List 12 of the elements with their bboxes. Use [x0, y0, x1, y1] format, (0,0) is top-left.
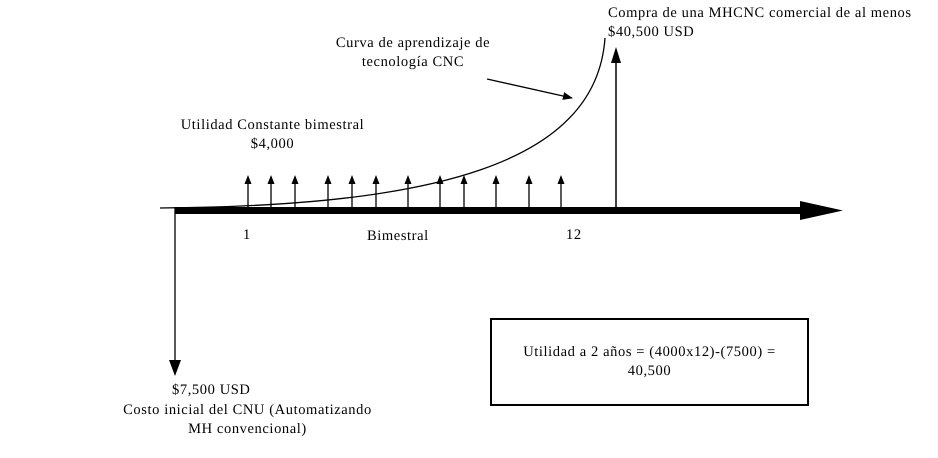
cost-description: Costo inicial del CNU (Automatizando MH convencional) — [122, 401, 373, 439]
axis-label: Bimestral — [367, 227, 430, 246]
note-box — [490, 318, 809, 406]
formula-text: Utilidad a 2 años = (4000x12)-(7500) = 40,500 — [522, 343, 777, 381]
period-number: 1 — [243, 226, 252, 245]
purchase-note: Compra de una MHCNC comercial de al menos $40,500 USD — [608, 4, 913, 42]
annotation-text: Curva de aprendizaje de tecnología CNC — [318, 34, 508, 72]
leader-line — [486, 78, 573, 100]
income-label: Utilidad Constante bimestral $4,000 — [180, 116, 365, 154]
learning-curve — [160, 38, 606, 209]
cost-value: $7,500 USD — [172, 381, 252, 400]
period-number: 12 — [566, 226, 583, 245]
